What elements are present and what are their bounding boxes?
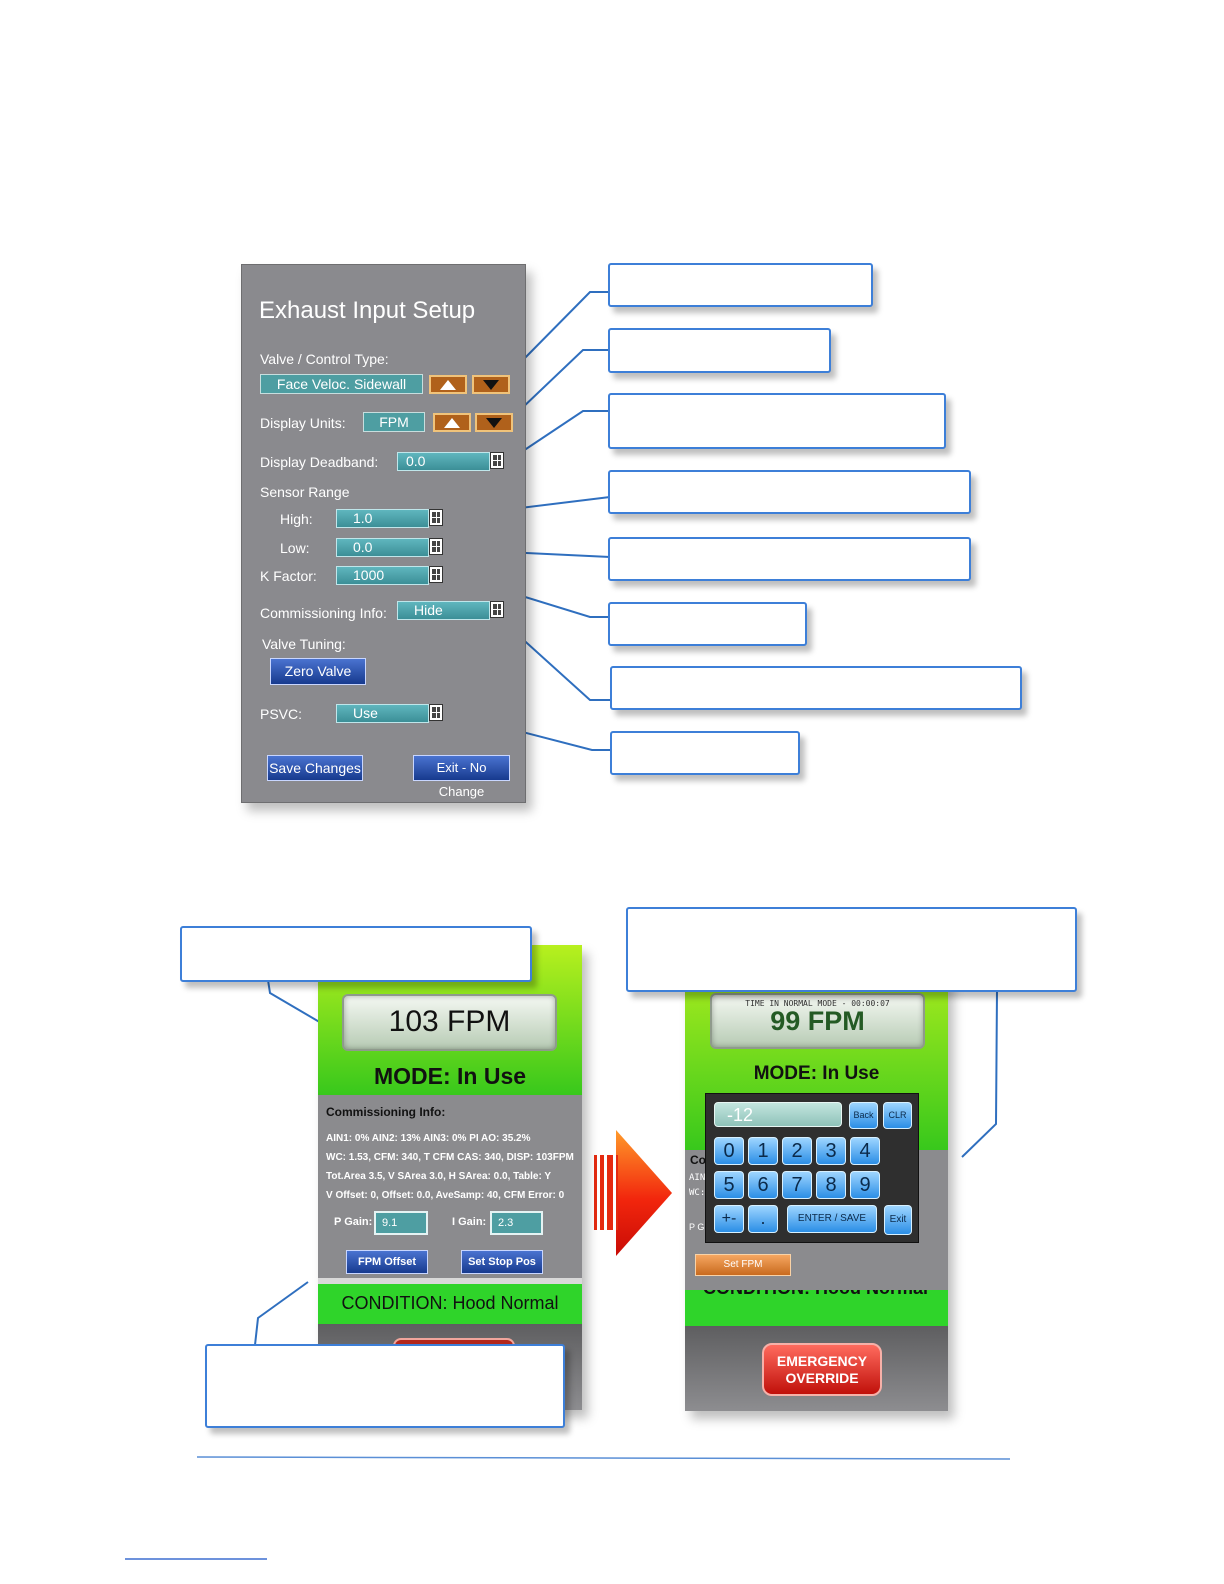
arrow-down-icon — [483, 380, 499, 390]
fpm-value: 99 FPM — [770, 1006, 865, 1036]
keypad-entry[interactable]: -12 — [714, 1102, 842, 1127]
psvc-label: PSVC: — [260, 706, 303, 722]
divider — [318, 1278, 582, 1284]
deadband-label: Display Deadband: — [260, 454, 379, 470]
condition-bar: CONDITION: Hood Normal — [685, 1290, 948, 1326]
i-gain-label: I Gain: — [452, 1216, 487, 1228]
arrow-up-icon — [444, 418, 460, 428]
key-4[interactable]: 4 — [850, 1137, 880, 1165]
commissioning-line: Tot.Area 3.5, V SArea 3.0, H SArea: 0.0,… — [326, 1171, 552, 1182]
calculator-icon[interactable] — [429, 509, 443, 526]
key-5[interactable]: 5 — [714, 1171, 744, 1199]
override-label: OVERRIDE — [785, 1370, 859, 1386]
commissioning-line: WC: 1.53, CFM: 340, T CFM CAS: 340, DISP… — [326, 1152, 574, 1163]
callout-box — [205, 1344, 565, 1428]
callout-box — [608, 263, 873, 307]
key-1[interactable]: 1 — [748, 1137, 778, 1165]
display-units-label: Display Units: — [260, 415, 346, 431]
emergency-label: EMERGENCY — [776, 1353, 868, 1369]
callout-box — [608, 393, 946, 449]
valve-up-button[interactable] — [429, 375, 467, 394]
high-input[interactable]: 1.0 — [336, 509, 429, 528]
mode-label: MODE: In Use — [373, 1063, 527, 1089]
fpm-display: TIME IN NORMAL MODE - 00:00:07 99 FPM — [710, 993, 925, 1049]
callout-box — [608, 328, 831, 373]
condition-bar: CONDITION: Hood Normal — [318, 1284, 582, 1324]
deadband-input[interactable]: 0.0 — [397, 452, 490, 471]
fpm-display: 103 FPM — [342, 994, 557, 1051]
display-units-value[interactable]: FPM — [363, 412, 425, 432]
save-changes-button[interactable]: Save Changes — [267, 755, 363, 781]
calculator-icon[interactable] — [490, 601, 504, 618]
units-up-button[interactable] — [433, 413, 471, 432]
low-input[interactable]: 0.0 — [336, 538, 429, 557]
enter-save-key[interactable]: ENTER / SAVE — [787, 1205, 877, 1233]
decimal-key[interactable]: . — [748, 1205, 778, 1233]
callout-box — [610, 731, 800, 775]
callout-box — [626, 907, 1077, 992]
valve-control-label: Valve / Control Type: — [260, 351, 389, 367]
sensor-range-label: Sensor Range — [260, 484, 350, 500]
callout-box — [180, 926, 532, 982]
low-label: Low: — [280, 540, 310, 556]
psvc-input[interactable]: Use — [336, 704, 429, 723]
calculator-icon[interactable] — [429, 704, 443, 721]
partial-text: Co — [690, 1153, 706, 1167]
back-key[interactable]: Back — [849, 1102, 878, 1129]
key-3[interactable]: 3 — [816, 1137, 846, 1165]
partial-text: P G — [689, 1222, 705, 1232]
units-down-button[interactable] — [475, 413, 513, 432]
hood-monitor-screen: 103 FPM MODE: In Use Commissioning Info:… — [318, 945, 582, 1410]
exhaust-input-setup-panel: Exhaust Input Setup Valve / Control Type… — [241, 264, 526, 803]
commissioning-line: V Offset: 0, Offset: 0.0, AveSamp: 40, C… — [326, 1190, 565, 1201]
calculator-icon[interactable] — [490, 452, 504, 469]
p-gain-input[interactable]: 9.1 — [374, 1211, 428, 1235]
partial-text: WC: — [689, 1188, 706, 1198]
panel-title: Exhaust Input Setup — [259, 297, 476, 324]
clear-key[interactable]: CLR — [883, 1102, 912, 1129]
commissioning-title: Commissioning Info: — [326, 1105, 446, 1119]
calculator-icon[interactable] — [429, 538, 443, 555]
commissioning-label: Commissioning Info: — [260, 605, 387, 621]
set-fpm-button[interactable]: Set FPM — [695, 1254, 791, 1276]
commissioning-input[interactable]: Hide — [397, 601, 490, 620]
arrow-down-icon — [486, 418, 502, 428]
exit-key[interactable]: Exit — [884, 1205, 912, 1235]
key-7[interactable]: 7 — [782, 1171, 812, 1199]
i-gain-input[interactable]: 2.3 — [490, 1211, 543, 1235]
keypad-screen: TIME IN NORMAL MODE - 00:00:07 99 FPM MO… — [685, 945, 948, 1411]
key-9[interactable]: 9 — [850, 1171, 880, 1199]
time-in-mode: TIME IN NORMAL MODE - 00:00:07 — [745, 999, 890, 1008]
set-stop-pos-button[interactable]: Set Stop Pos [0] — [461, 1250, 543, 1290]
key-6[interactable]: 6 — [748, 1171, 778, 1199]
valve-control-value[interactable]: Face Veloc. Sidewall — [260, 374, 423, 394]
key-8[interactable]: 8 — [816, 1171, 846, 1199]
commissioning-line: AIN1: 0% AIN2: 13% AIN3: 0% PI AO: 35.2% — [326, 1133, 531, 1144]
numeric-keypad: -12 Back CLR 0 1 2 3 4 5 6 7 8 9 +- . EN… — [705, 1093, 919, 1243]
k-factor-input[interactable]: 1000 — [336, 566, 429, 585]
key-2[interactable]: 2 — [782, 1137, 812, 1165]
valve-down-button[interactable] — [472, 375, 510, 394]
arrow-up-icon — [440, 380, 456, 390]
condition-text: CONDITION: Hood Normal — [703, 1290, 928, 1299]
callout-box — [608, 470, 971, 514]
p-gain-label: P Gain: — [334, 1216, 373, 1228]
mode-label: MODE: In Use — [753, 1063, 880, 1084]
partial-text: AIN — [689, 1173, 706, 1183]
high-label: High: — [280, 511, 313, 527]
right-arrow-icon — [594, 1130, 672, 1256]
key-0[interactable]: 0 — [714, 1137, 744, 1165]
plus-minus-key[interactable]: +- — [714, 1205, 744, 1233]
valve-tuning-label: Valve Tuning: — [262, 636, 346, 652]
exit-no-change-button[interactable]: Exit - No Change — [413, 755, 510, 799]
zero-valve-button[interactable]: Zero Valve — [270, 658, 366, 685]
k-factor-label: K Factor: — [260, 568, 317, 584]
callout-box — [610, 666, 1022, 710]
calculator-icon[interactable] — [429, 566, 443, 583]
callout-box — [608, 537, 971, 581]
callout-box — [608, 602, 807, 646]
fpm-offset-button[interactable]: FPM Offset — [346, 1250, 428, 1274]
emergency-override-button[interactable]: EMERGENCY OVERRIDE — [762, 1343, 882, 1396]
